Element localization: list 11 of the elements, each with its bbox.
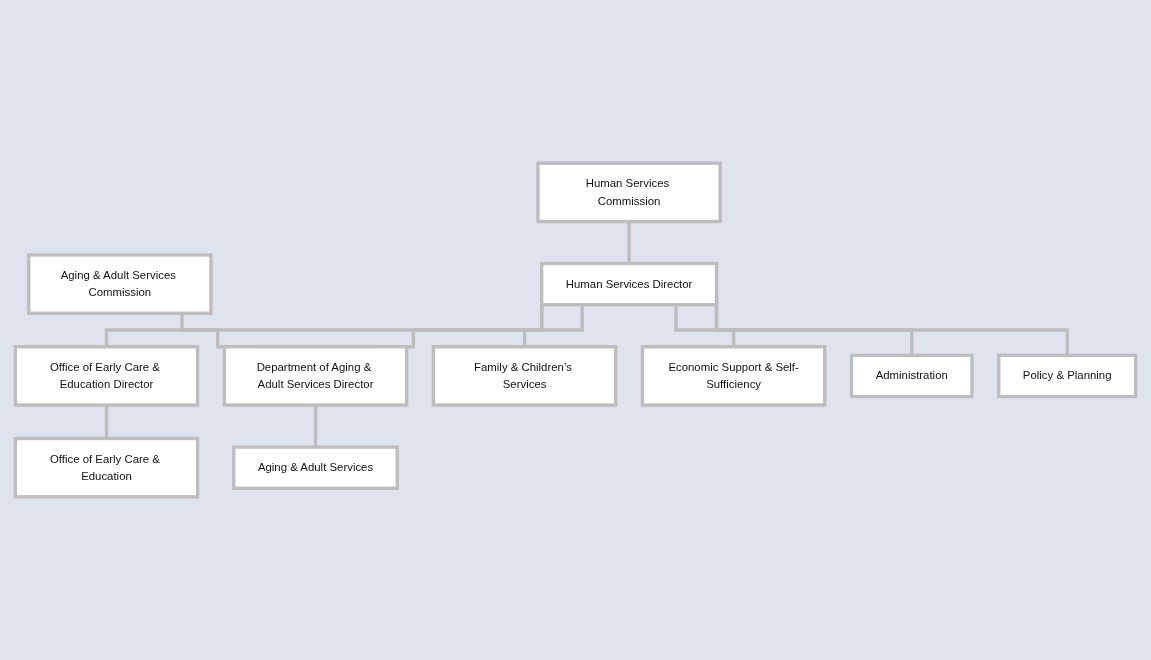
- node-box: Office of Early Care & Education Director: [13, 345, 200, 407]
- node-box: Aging & Adult Services Commission: [27, 253, 213, 315]
- node-box: Office of Early Care & Education: [13, 436, 200, 499]
- node-box: Administration: [849, 353, 974, 399]
- node-box: Policy & Planning: [997, 353, 1138, 399]
- node-box: Family & Children’s Services: [431, 345, 618, 407]
- node-box: Economic Support & Self-Sufficiency: [640, 345, 827, 407]
- node-box: Human Services Commission: [536, 161, 722, 224]
- node-box: Aging & Adult Services: [232, 445, 399, 490]
- node-box: Human Services Director: [540, 261, 719, 307]
- node-box: Department of Aging & Adult Services Director: [222, 345, 409, 407]
